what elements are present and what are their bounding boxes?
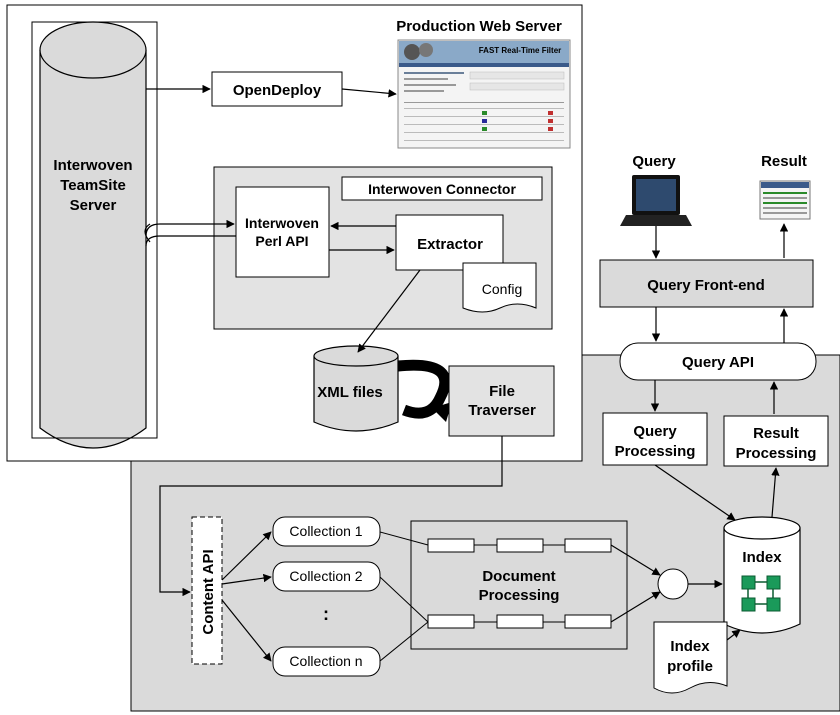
file-traverser-box: [448, 365, 555, 437]
index-structure-icon: [741, 575, 781, 612]
result-processing-label-1: Result: [753, 425, 799, 442]
index-cylinder: Index: [723, 516, 801, 634]
interwoven-connector-title-box: [341, 176, 543, 201]
query-frontend-box: [599, 259, 814, 308]
production-server-title: Production Web Server: [396, 18, 562, 35]
index-label: Index: [742, 549, 782, 566]
arrow-perlapi-teamsite: [145, 235, 236, 247]
collection-n-box: [272, 646, 381, 677]
teamsite-label-3: Server: [70, 197, 117, 214]
xml-files-cylinder: XML files: [313, 345, 399, 432]
document-processing-label-2: Processing: [479, 587, 560, 604]
content-api-box: [191, 516, 223, 665]
perl-api-label-1: Interwoven: [245, 215, 319, 231]
arrow-teamsite-perlapi: [145, 219, 235, 237]
file-traverser-label-2: Traverser: [468, 402, 536, 419]
file-traverser-label-1: File: [489, 383, 515, 400]
pipeline-bottom: [379, 576, 612, 662]
perl-api-label-2: Perl API: [255, 233, 308, 249]
teamsite-label-1: Interwoven: [53, 157, 132, 174]
query-label: Query: [632, 153, 676, 170]
screenshot-banner-text: FAST Real-Time Filter: [479, 46, 562, 55]
arrow-extractor-xml: [357, 269, 421, 353]
pipeline-top: [379, 531, 612, 553]
query-api-box: [619, 342, 817, 381]
config-document: [462, 262, 537, 313]
arrow-contentapi-cn: [221, 599, 272, 662]
production-web-server-screenshot: FAST Real-Time Filter: [397, 39, 571, 149]
arrow-bottom-merge: [610, 591, 661, 623]
loop-connector: [144, 223, 151, 243]
document-processing-label-1: Document: [482, 568, 555, 585]
index-profile-document: [653, 621, 728, 694]
collection-ellipsis: :: [323, 604, 329, 624]
index-profile-label-1: Index: [670, 638, 710, 655]
merge-node: [657, 568, 689, 600]
query-frontend-label: Query Front-end: [647, 277, 765, 294]
index-profile-label-2: profile: [667, 658, 713, 675]
arrow-traverser-contentapi: [159, 436, 503, 597]
query-processing-label-1: Query: [633, 423, 677, 440]
arrow-top-merge: [610, 544, 661, 576]
content-api-label: Content API: [200, 549, 217, 634]
result-label: Result: [761, 153, 807, 170]
result-processing-box: [723, 415, 829, 467]
result-screenshot-icon: [759, 180, 811, 220]
curved-arrow-xml-traverser: [397, 359, 452, 422]
query-api-label: Query API: [682, 354, 754, 371]
extractor-label: Extractor: [417, 236, 483, 253]
arrow-opendeploy-webserver: [341, 88, 397, 98]
result-processing-label-2: Processing: [736, 445, 817, 462]
config-label: Config: [482, 281, 522, 297]
arrow-contentapi-c1: [221, 531, 272, 581]
teamsite-label-2: TeamSite: [60, 177, 126, 194]
collection-2-box: [272, 561, 381, 592]
query-processing-label-2: Processing: [615, 443, 696, 460]
arrow-contentapi-c2: [221, 573, 272, 585]
xml-files-label: XML files: [317, 384, 383, 401]
arrow-qproc-index: [654, 464, 736, 521]
opendeploy-box: [211, 71, 343, 107]
query-processing-box: [602, 412, 708, 466]
collection-1-label: Collection 1: [289, 523, 362, 539]
collection-2-label: Collection 2: [289, 568, 362, 584]
collection-n-label: Collection n: [289, 653, 362, 669]
arrow-profile-index: [726, 629, 741, 641]
extractor-box: [395, 214, 504, 271]
perl-api-box: [235, 186, 330, 278]
teamsite-server-cylinder: Interwoven TeamSite Server: [31, 21, 158, 449]
computer-icon: [620, 175, 692, 226]
interwoven-connector-title: Interwoven Connector: [368, 181, 516, 197]
collection-1-box: [272, 516, 381, 547]
arrow-index-rproc: [771, 467, 780, 518]
opendeploy-label: OpenDeploy: [233, 82, 322, 99]
